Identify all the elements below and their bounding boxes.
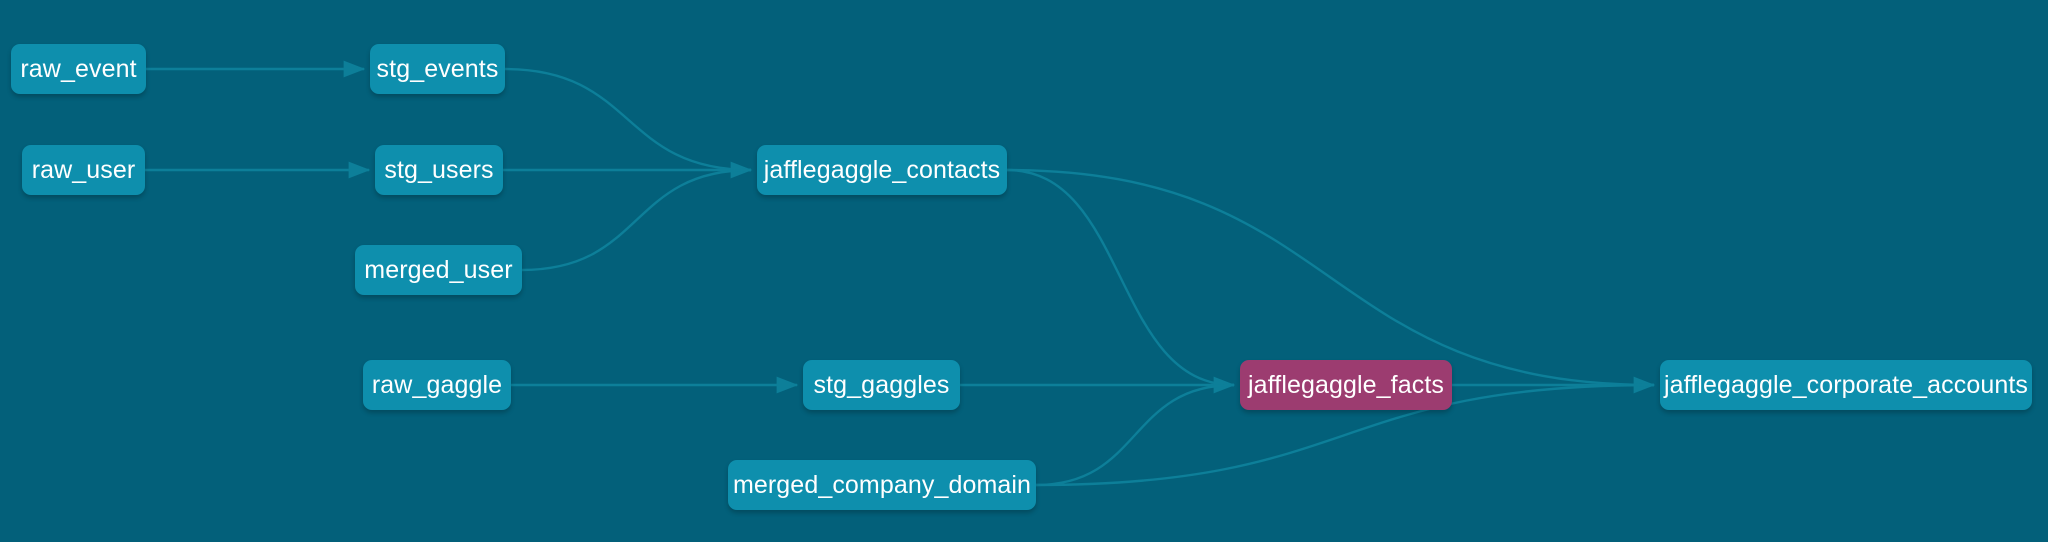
dag-node-label: merged_user [364,255,513,284]
dag-node-merged_company_domain[interactable]: merged_company_domain [728,460,1036,510]
dag-node-raw_gaggle[interactable]: raw_gaggle [363,360,511,410]
dag-node-label: jafflegaggle_facts [1248,370,1444,399]
dag-node-label: jafflegaggle_corporate_accounts [1664,370,2029,399]
dag-node-merged_user[interactable]: merged_user [355,245,522,295]
dag-node-label: raw_gaggle [371,370,503,399]
dag-node-label: stg_gaggles [813,370,950,399]
dag-edge-merged_company_domain-to-jafflegaggle_facts [1035,383,1235,487]
dag-node-jafflegaggle_corporate_accounts[interactable]: jafflegaggle_corporate_accounts [1660,360,2032,410]
dag-edge-merged_user-to-jafflegaggle_contacts [521,168,752,272]
dag-node-jafflegaggle_facts[interactable]: jafflegaggle_facts [1240,360,1452,410]
dag-node-label: merged_company_domain [732,470,1032,499]
dag-node-raw_event[interactable]: raw_event [11,44,146,94]
dag-node-raw_user[interactable]: raw_user [22,145,145,195]
dag-node-label: raw_user [31,155,136,184]
dag-node-jafflegaggle_contacts[interactable]: jafflegaggle_contacts [757,145,1007,195]
dag-edge-jafflegaggle_contacts-to-jafflegaggle_corporate_accounts [1006,168,1655,387]
dag-node-stg_gaggles[interactable]: stg_gaggles [803,360,960,410]
dag-node-label: raw_event [20,54,137,83]
dag-node-label: stg_events [376,54,499,83]
dag-node-stg_users[interactable]: stg_users [375,145,503,195]
dag-node-stg_events[interactable]: stg_events [370,44,505,94]
dag-node-label: stg_users [384,155,494,184]
dag-node-label: jafflegaggle_contacts [763,155,1001,184]
dag-edge-jafflegaggle_contacts-to-jafflegaggle_facts [1006,168,1235,387]
dag-edge-stg_events-to-jafflegaggle_contacts [504,67,752,172]
